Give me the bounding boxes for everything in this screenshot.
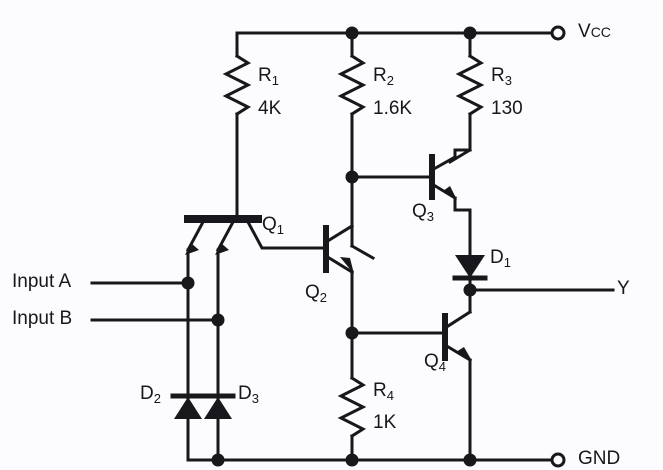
resistor-r3-label: R3 [491, 65, 512, 88]
resistor-r1-sub: 1 [271, 73, 279, 88]
resistor-r4-value: 1K [373, 412, 397, 433]
transistor-q3-emitter-arrow [443, 186, 457, 200]
resistor-r1-value: 4K [258, 98, 282, 119]
diode-d1-sub: 1 [503, 255, 511, 270]
resistor-r3-value: 130 [491, 98, 523, 119]
resistor-r4-sub: 4 [386, 388, 394, 403]
diode-d3-sub: 3 [251, 391, 259, 406]
transistor-q4-ref: Q [424, 351, 439, 372]
transistor-q3-collector-lead [429, 154, 458, 173]
transistor-q2-collector-lead [323, 223, 355, 245]
transistor-q2-ref: Q [305, 282, 320, 303]
node-input-b [211, 313, 225, 327]
input-b-label: Input B [12, 308, 73, 329]
transistor-q4-collector-lead [442, 309, 473, 331]
resistor-r1-ref: R [258, 65, 272, 86]
resistor-r1-body [222, 53, 252, 117]
input-a-label: Input A [12, 271, 72, 292]
transistor-q2-sub: 2 [319, 290, 328, 305]
node-q2emitter-r4 [345, 326, 359, 340]
diode-d1-label: D1 [490, 247, 511, 270]
node-r2-q3base [345, 170, 359, 184]
diode-d3-label: D3 [238, 383, 259, 406]
output-label: Y [617, 278, 630, 299]
vcc-terminal-circle[interactable] [550, 25, 566, 41]
transistor-q1-emitter-a-arrow [185, 243, 199, 255]
resistor-r3-ref: R [491, 65, 505, 86]
node-vcc-r3 [463, 26, 477, 40]
wire-r3-to-q3-collector [447, 147, 473, 165]
resistor-r3-sub: 3 [504, 73, 512, 88]
resistor-r2-ref: R [373, 65, 387, 86]
resistor-r2-value: 1.6K [373, 98, 413, 119]
resistor-r4-label: R4 [373, 380, 394, 403]
node-input-a [181, 276, 195, 290]
diode-d2-label: D2 [140, 383, 161, 406]
wire-q2-collector-diag [349, 243, 376, 261]
node-gnd-q4 [463, 453, 477, 467]
diode-d1-triangle [455, 255, 485, 278]
gnd-label: GND [578, 448, 621, 469]
transistor-q3-collector-up [453, 148, 472, 159]
transistor-q3-label: Q3 [412, 201, 435, 224]
transistor-q4-label: Q4 [424, 351, 447, 374]
resistor-r2-body [337, 53, 367, 117]
transistor-q4-sub: 4 [438, 359, 447, 374]
transistor-q1-ref: Q [262, 214, 277, 235]
diode-d1-ref: D [490, 247, 504, 268]
node-gnd-r4 [345, 453, 359, 467]
transistor-q1-sub: 1 [276, 222, 285, 237]
diode-d2-triangle [174, 397, 202, 419]
diode-d2-ref: D [140, 383, 154, 404]
resistor-r3-body [455, 53, 485, 117]
resistor-r4-body [337, 375, 367, 439]
transistor-q4-emitter-arrow [456, 347, 472, 361]
transistor-q2-label: Q2 [305, 282, 328, 305]
diode-d2-sub: 2 [153, 391, 161, 406]
resistor-r2-label: R2 [373, 65, 394, 88]
node-output-y [463, 283, 477, 297]
wire-q3-emitter-to-d1 [453, 208, 472, 250]
resistor-r1-label: R1 [258, 65, 279, 88]
node-vcc-r2 [345, 26, 359, 40]
transistor-q2-emitter-arrow [340, 257, 354, 274]
transistor-q1-emitter-b-arrow [215, 243, 229, 255]
node-gnd-d3 [211, 453, 225, 467]
gnd-terminal-circle[interactable] [550, 452, 566, 468]
diode-d3-ref: D [238, 383, 252, 404]
resistor-r4-ref: R [373, 380, 387, 401]
transistor-q1-collector-lead [245, 219, 307, 250]
transistor-q3-ref: Q [412, 201, 427, 222]
transistor-q3-sub: 3 [426, 209, 435, 224]
transistor-q1-label: Q1 [262, 214, 285, 237]
diode-d3-triangle [204, 397, 232, 419]
resistor-r2-sub: 2 [386, 73, 394, 88]
vcc-label: VCC [578, 21, 611, 42]
transistor-q2-emitter-lead [323, 253, 355, 275]
